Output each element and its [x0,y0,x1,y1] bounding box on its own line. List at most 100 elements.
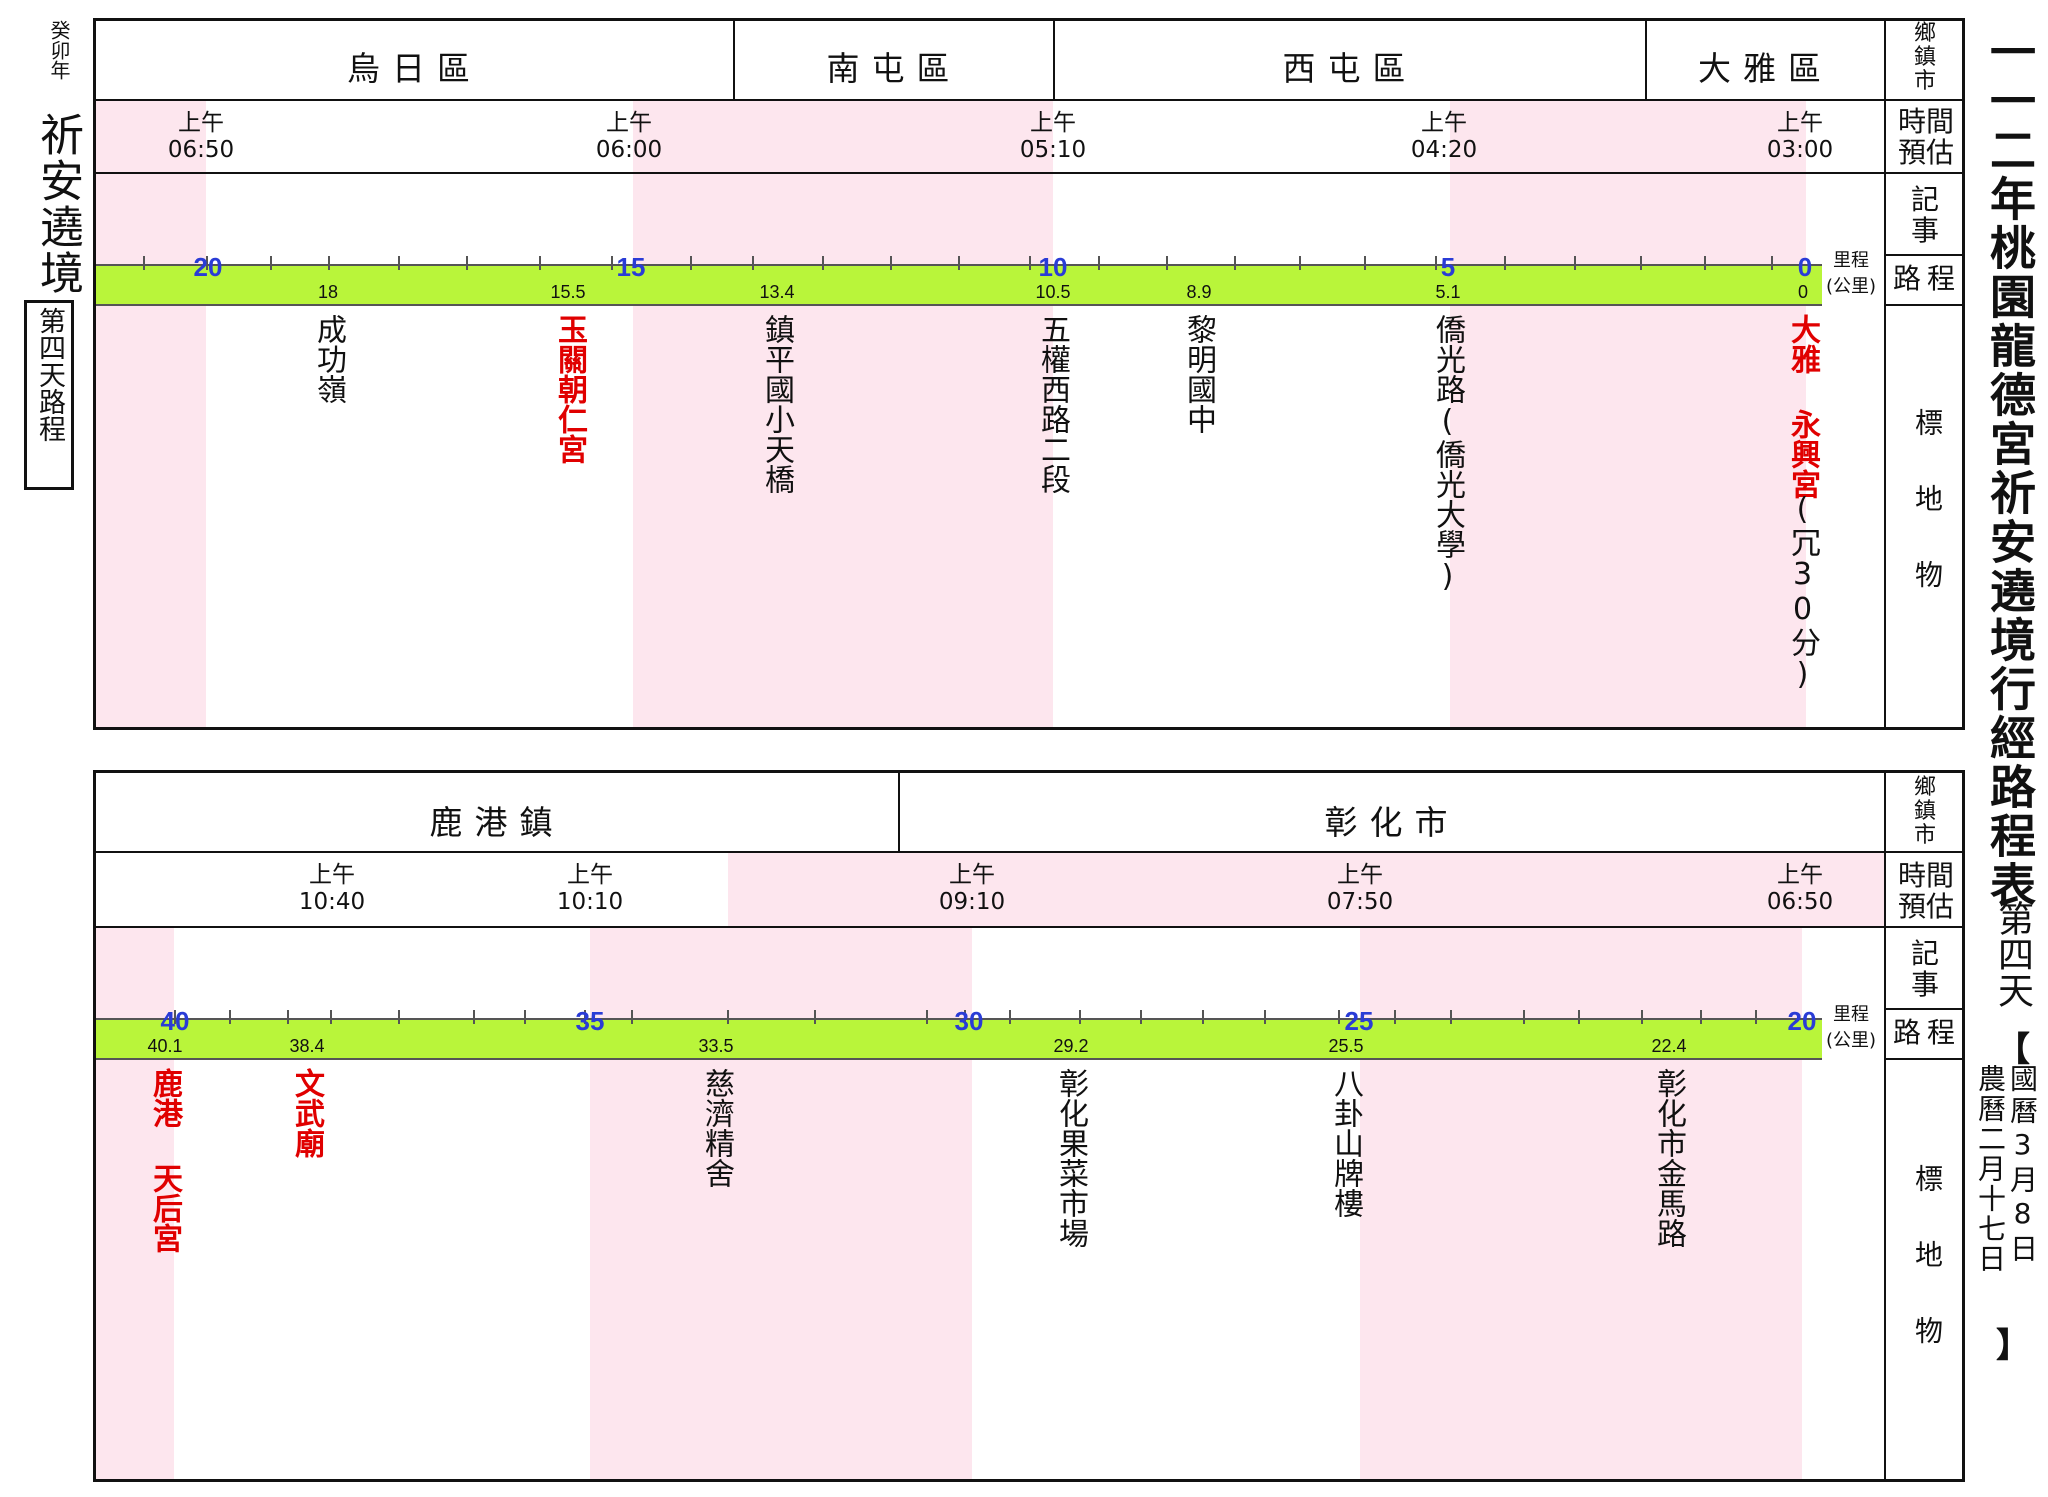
district-label: 西屯區 [1282,49,1418,88]
divider [1884,254,1965,256]
route-tick [328,256,330,270]
district-label: 大雅區 [1698,49,1833,88]
route-tick [1140,1010,1142,1024]
route-tick [524,1010,526,1024]
km-major: 40 [160,1006,190,1036]
time-zone-1c [1450,101,1806,727]
km-major: 15 [616,252,646,282]
row-label-time: 時間預估 [1897,105,1954,169]
route-tick [1364,256,1366,270]
time-estimate: 上午 03:00 [1740,110,1860,164]
time-estimate: 上午 10:40 [272,862,392,916]
route-tick [1771,256,1773,270]
route-tick [1098,256,1100,270]
landmark: 黎明國中 [1181,314,1216,434]
time-estimate: 上午 06:50 [1740,862,1860,916]
time-estimate: 上午 06:50 [141,110,261,164]
km-major: 10 [1038,252,1068,282]
route-bar-2 [96,1018,1822,1060]
divider [93,99,1965,101]
bracket-open: 【 [1996,1030,2030,1070]
time-zone-2d [1360,928,1802,1479]
km-minor: 22.4 [1651,1036,1687,1056]
km-minor: 13.4 [759,282,795,302]
time-estimate: 上午 04:20 [1384,110,1504,164]
route-tick [1079,1010,1081,1024]
route-tick [1504,256,1506,270]
divider [1645,18,1647,100]
time-zone-2c [590,928,972,1479]
district-label: 彰化市 [1324,803,1460,842]
district-label: 鹿港鎮 [429,803,565,842]
km-minor: 10.5 [1035,282,1071,302]
route-tick [584,1010,586,1024]
time-zone-1a [96,101,206,727]
left-title: 祈安遶境 [32,112,83,296]
route-tick [890,256,892,270]
km-minor: 40.1 [147,1036,183,1056]
divider [1884,304,1965,306]
route-tick [690,256,692,270]
temple-landmark: 玉關朝仁宮 [552,314,587,464]
row-label-landmarks: 標地物 [1911,1164,1944,1392]
divider [733,18,735,100]
time-period: 上午 [178,110,224,136]
landmark: 成功嶺 [311,314,346,404]
time-period: 上午 [1777,862,1823,888]
route-tick [206,256,208,270]
district-label: 南屯區 [826,49,962,88]
row-label-notes: 記事 [1910,183,1939,247]
gregorian-date: 國曆3月8日 [2006,1064,2039,1266]
route-unit-2: 里程 (公里) [1818,1002,1884,1054]
time-period: 上午 [949,862,995,888]
row-label-route: 路程 [1892,262,1961,295]
divider [1053,18,1055,100]
route-tick [1166,256,1168,270]
time-period: 上午 [1030,110,1076,136]
route-tick [1394,1010,1396,1024]
divider [1884,1008,1965,1010]
time-estimate: 上午 10:10 [530,862,650,916]
landmark: 八卦山牌樓 [1328,1068,1363,1218]
km-minor: 18 [317,282,339,302]
time-value: 06:50 [1766,889,1834,915]
km-major: 5 [1440,252,1456,282]
time-estimate: 上午 07:50 [1300,862,1420,916]
row-label-town: 鄉鎮市 [1913,775,1936,848]
km-minor: 25.5 [1328,1036,1364,1056]
route-tick [539,256,541,270]
route-tick [143,256,145,270]
row-label-route: 路程 [1892,1016,1961,1049]
landmark: 慈濟精舍 [699,1068,734,1188]
route-tick [814,1010,816,1024]
route-tick [473,1010,475,1024]
divider [93,926,1965,928]
route-tick [631,1010,633,1024]
route-tick [398,256,400,270]
route-tick [174,1010,176,1024]
row-label-landmarks: 標地物 [1911,408,1944,636]
district-label: 烏日區 [347,49,482,88]
route-tick [270,256,272,270]
route-unit-1: 里程 (公里) [1818,248,1884,300]
km-minor: 5.1 [1435,282,1461,302]
route-tick [1640,256,1642,270]
row-label-town: 鄉鎮市 [1913,21,1936,94]
divider [93,172,1965,174]
divider [898,770,900,852]
route-tick [1704,256,1706,270]
divider [1884,770,1886,1482]
time-zone-2b [728,853,1884,927]
divider [1884,1058,1965,1060]
time-period: 上午 [1421,110,1467,136]
km-minor: 29.2 [1053,1036,1089,1056]
route-tick [398,1010,400,1024]
landmark: 五權西路二段 [1035,314,1070,494]
day-box: 第四天路程 [24,300,74,490]
km-major: 25 [1344,1006,1374,1036]
km-minor: 33.5 [698,1036,734,1056]
km-minor: 38.4 [289,1036,325,1056]
route-tick [1338,1010,1340,1024]
day-subtitle: 第四天 [1992,900,2033,1008]
main-title: 一一二年桃園龍德宮祈安遶境行經路程表 [1983,28,2037,910]
